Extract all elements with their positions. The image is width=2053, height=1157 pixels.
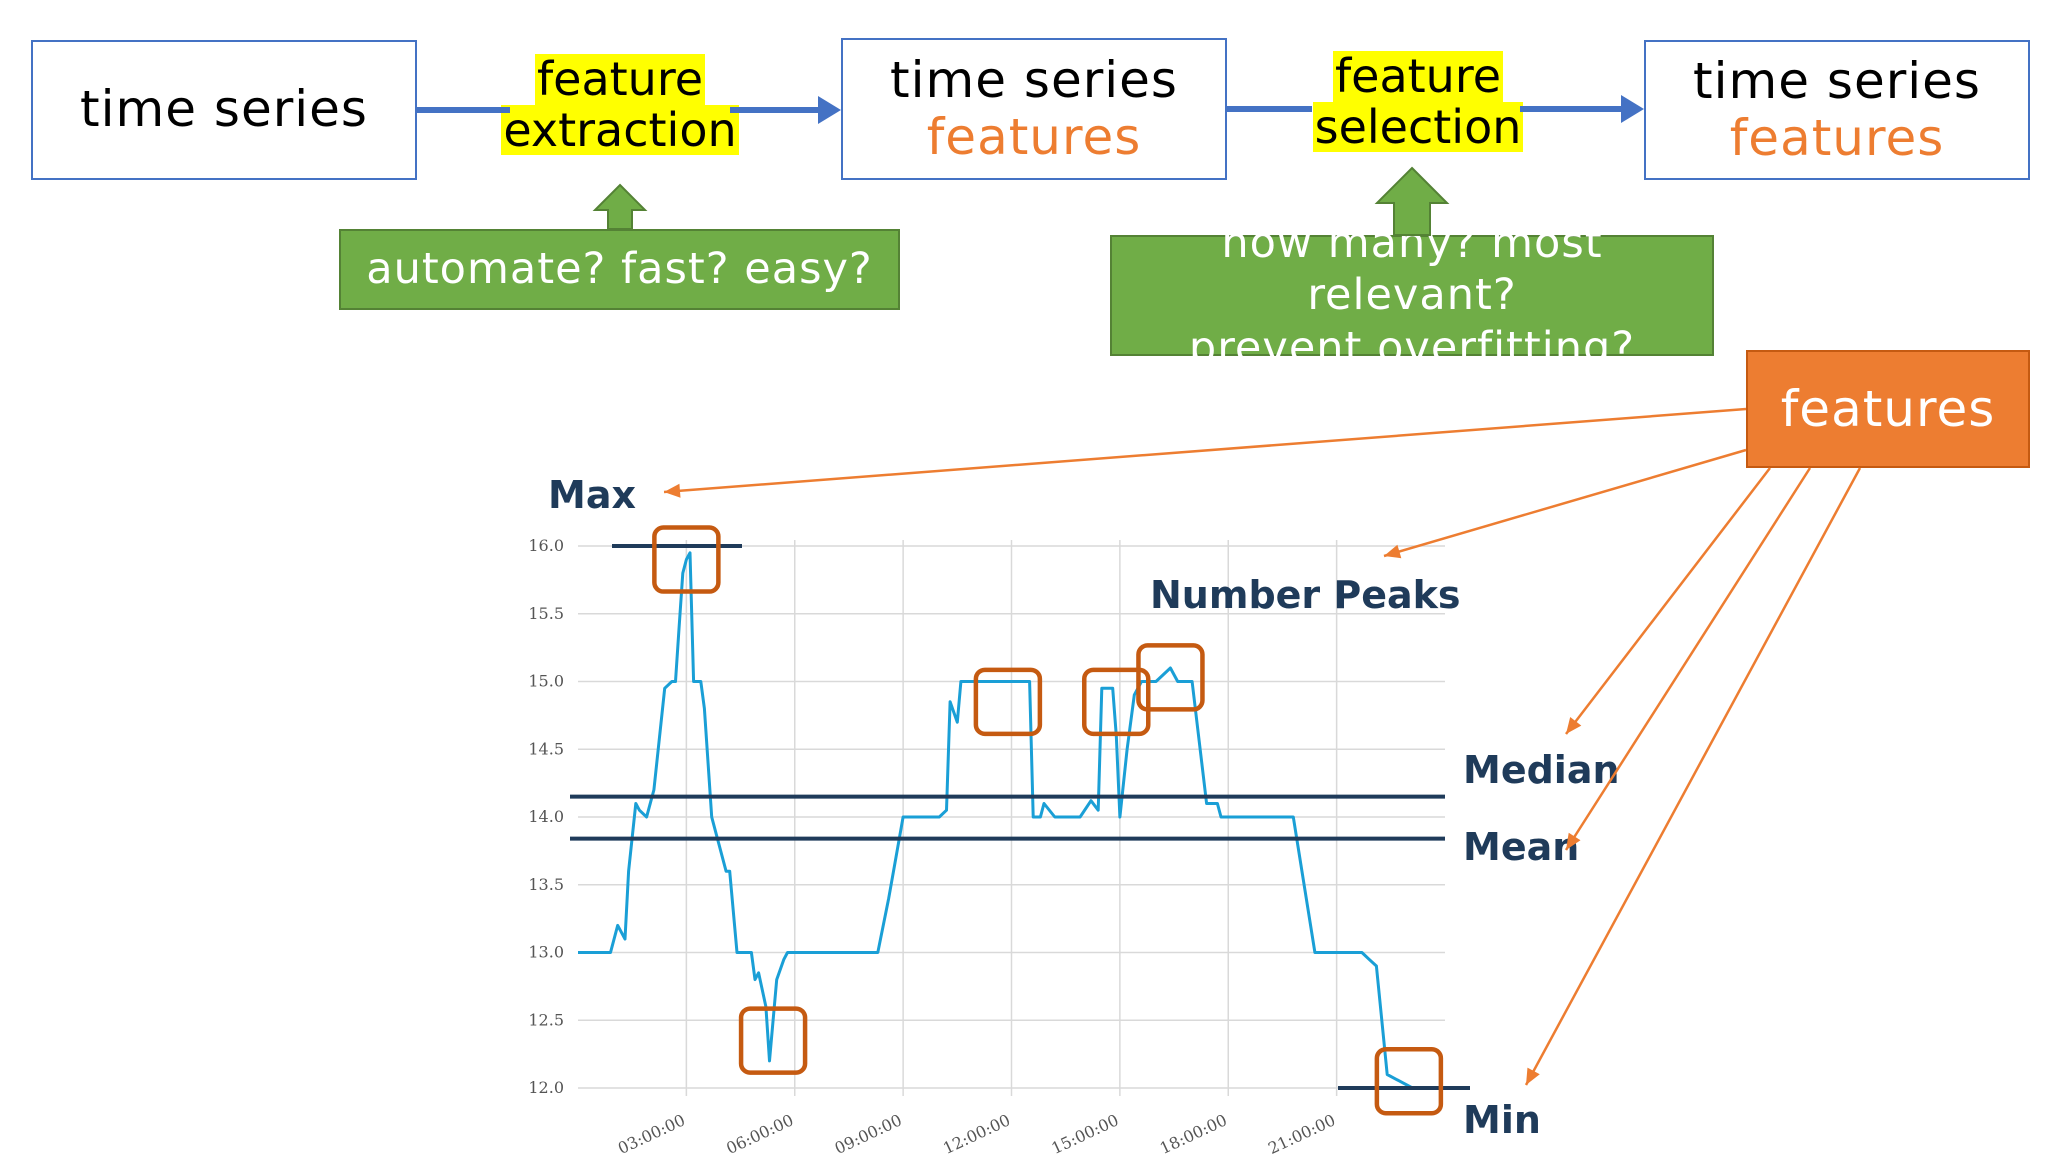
mean-arrow xyxy=(1564,467,1812,851)
feature-extraction-label: feature extraction xyxy=(501,52,739,156)
peak-marker xyxy=(1136,643,1205,712)
min-arrow-head xyxy=(1526,1067,1540,1085)
max-arrow xyxy=(663,407,1747,494)
pipeline-arrowhead-1 xyxy=(818,96,841,124)
selection-questions-line2: prevent overfitting? xyxy=(1188,322,1636,373)
time-series-box: time series xyxy=(31,40,417,180)
series-line xyxy=(578,551,1427,1090)
max-arrow-head xyxy=(664,483,681,498)
features-box-2-line1: time series xyxy=(1693,51,1981,110)
peak-marker xyxy=(652,525,721,594)
x-tick-label: 03:00:00 xyxy=(615,1110,688,1157)
y-tick-label: 15.5 xyxy=(528,604,564,623)
time-series-features-box-2: time series features xyxy=(1644,40,2030,180)
features-box-1-line1: time series xyxy=(890,50,1178,109)
feature-selection-label: feature selection xyxy=(1308,49,1528,154)
feature-selection-line2: selection xyxy=(1312,99,1524,154)
y-tick-label: 12.5 xyxy=(528,1010,564,1029)
peak-marker xyxy=(738,1006,808,1075)
features-box-1-line2: features xyxy=(926,108,1142,166)
y-tick-label: 12.0 xyxy=(528,1078,564,1097)
y-tick-label: 16.0 xyxy=(528,536,564,555)
number-peaks-arrow-head xyxy=(1384,544,1402,559)
x-tick-label: 09:00:00 xyxy=(832,1110,905,1157)
features-callout-label: features xyxy=(1780,380,1996,438)
number-peaks-arrow xyxy=(1383,448,1747,558)
features-box-2-line2: features xyxy=(1729,109,1945,167)
extraction-questions-text: automate? fast? easy? xyxy=(366,244,873,295)
mean-arrow-head xyxy=(1566,832,1581,850)
min-label: Min xyxy=(1463,1098,1541,1142)
features-callout-box: features xyxy=(1746,350,2030,468)
selection-questions-note: how many? most relevant? prevent overfit… xyxy=(1110,218,1714,373)
y-tick-label: 14.5 xyxy=(528,739,564,758)
extraction-up-arrow xyxy=(592,183,648,230)
x-tick-label: 18:00:00 xyxy=(1157,1110,1230,1157)
feature-selection-line1: feature xyxy=(1332,49,1504,103)
time-series-features-box-1: time series features xyxy=(841,38,1227,180)
feature-extraction-line2: extraction xyxy=(501,102,739,157)
median-arrow-head xyxy=(1566,717,1582,734)
time-series-box-label: time series xyxy=(80,80,368,139)
peak-marker xyxy=(1082,667,1151,737)
x-tick-label: 06:00:00 xyxy=(723,1110,796,1157)
y-tick-label: 14.0 xyxy=(528,807,564,826)
pipeline-arrowhead-2 xyxy=(1621,95,1644,123)
peak-marker xyxy=(1374,1046,1444,1116)
peak-marker xyxy=(973,667,1043,737)
median-label: Median xyxy=(1463,748,1620,792)
x-tick-label: 15:00:00 xyxy=(1048,1110,1121,1157)
y-tick-label: 13.5 xyxy=(528,875,564,894)
feature-extraction-line1: feature xyxy=(534,52,706,106)
max-label: Max xyxy=(548,473,636,517)
mean-label: Mean xyxy=(1463,825,1579,869)
x-tick-label: 21:00:00 xyxy=(1265,1110,1338,1157)
y-tick-label: 13.0 xyxy=(528,943,564,962)
min-arrow xyxy=(1524,467,1862,1086)
extraction-questions-note: automate? fast? easy? xyxy=(339,229,900,310)
y-tick-label: 15.0 xyxy=(528,672,564,691)
line-chart: 12.0 12.5 13.0 13.5 14.0 14.5 15.0 15.5 16.0 03:0… xyxy=(528,525,1470,1157)
x-tick-label: 12:00:00 xyxy=(940,1110,1013,1157)
number-peaks-label: Number Peaks xyxy=(1150,573,1461,617)
selection-up-arrow xyxy=(1374,166,1450,236)
median-arrow xyxy=(1565,467,1771,735)
